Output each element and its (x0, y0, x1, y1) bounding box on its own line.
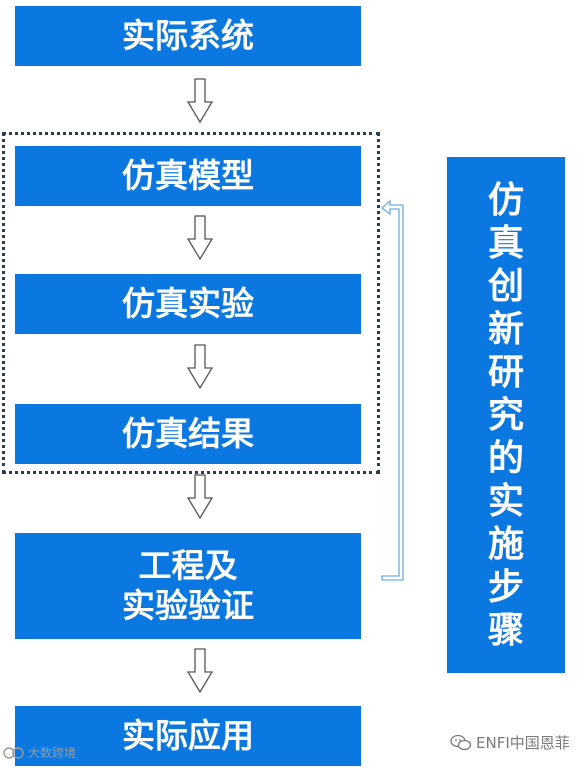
step-label: 仿真模型 (122, 156, 254, 195)
step-box-real-system: 实际系统 (15, 6, 361, 66)
down-arrow-icon (187, 344, 213, 390)
step-box-engineering-verification: 工程及 实验验证 (15, 533, 361, 639)
side-char: 创 (487, 265, 524, 307)
step-label-line1: 工程及 (138, 546, 238, 585)
side-char: 研 (487, 351, 524, 393)
step-label-line2: 实验验证 (122, 586, 254, 625)
simulation-group-border (2, 132, 380, 474)
side-char: 的 (487, 437, 524, 479)
down-arrow-icon (187, 78, 213, 124)
step-label: 实际系统 (122, 16, 254, 55)
side-char: 究 (487, 394, 524, 436)
side-char: 仿 (487, 179, 524, 221)
watermark-logo-icon (3, 746, 24, 759)
side-char: 新 (487, 308, 524, 350)
feedback-arrow-icon (380, 199, 404, 581)
watermark-right: ENFI中国恩菲 (450, 732, 570, 753)
step-box-simulation-result: 仿真结果 (15, 404, 361, 464)
watermark-left: 大数跨境 (3, 744, 76, 761)
side-char: 骤 (487, 609, 524, 651)
step-box-real-application: 实际应用 (15, 706, 361, 766)
watermark-left-text: 大数跨境 (28, 746, 77, 760)
step-label: 仿真实验 (122, 284, 254, 323)
step-label: 实际应用 (122, 716, 254, 755)
wechat-icon (450, 734, 472, 750)
down-arrow-icon (187, 648, 213, 694)
watermark-right-text: ENFI中国恩菲 (476, 734, 570, 752)
side-label-implementation-steps: 仿 真 创 新 研 究 的 实 施 步 骤 (447, 157, 565, 673)
step-label: 仿真结果 (122, 414, 254, 453)
down-arrow-icon (187, 474, 213, 520)
side-char: 步 (487, 566, 524, 608)
side-char: 实 (487, 480, 524, 522)
step-box-simulation-model: 仿真模型 (15, 146, 361, 206)
step-box-simulation-experiment: 仿真实验 (15, 274, 361, 334)
side-char: 真 (487, 222, 524, 264)
side-char: 施 (487, 523, 524, 565)
down-arrow-icon (187, 215, 213, 261)
